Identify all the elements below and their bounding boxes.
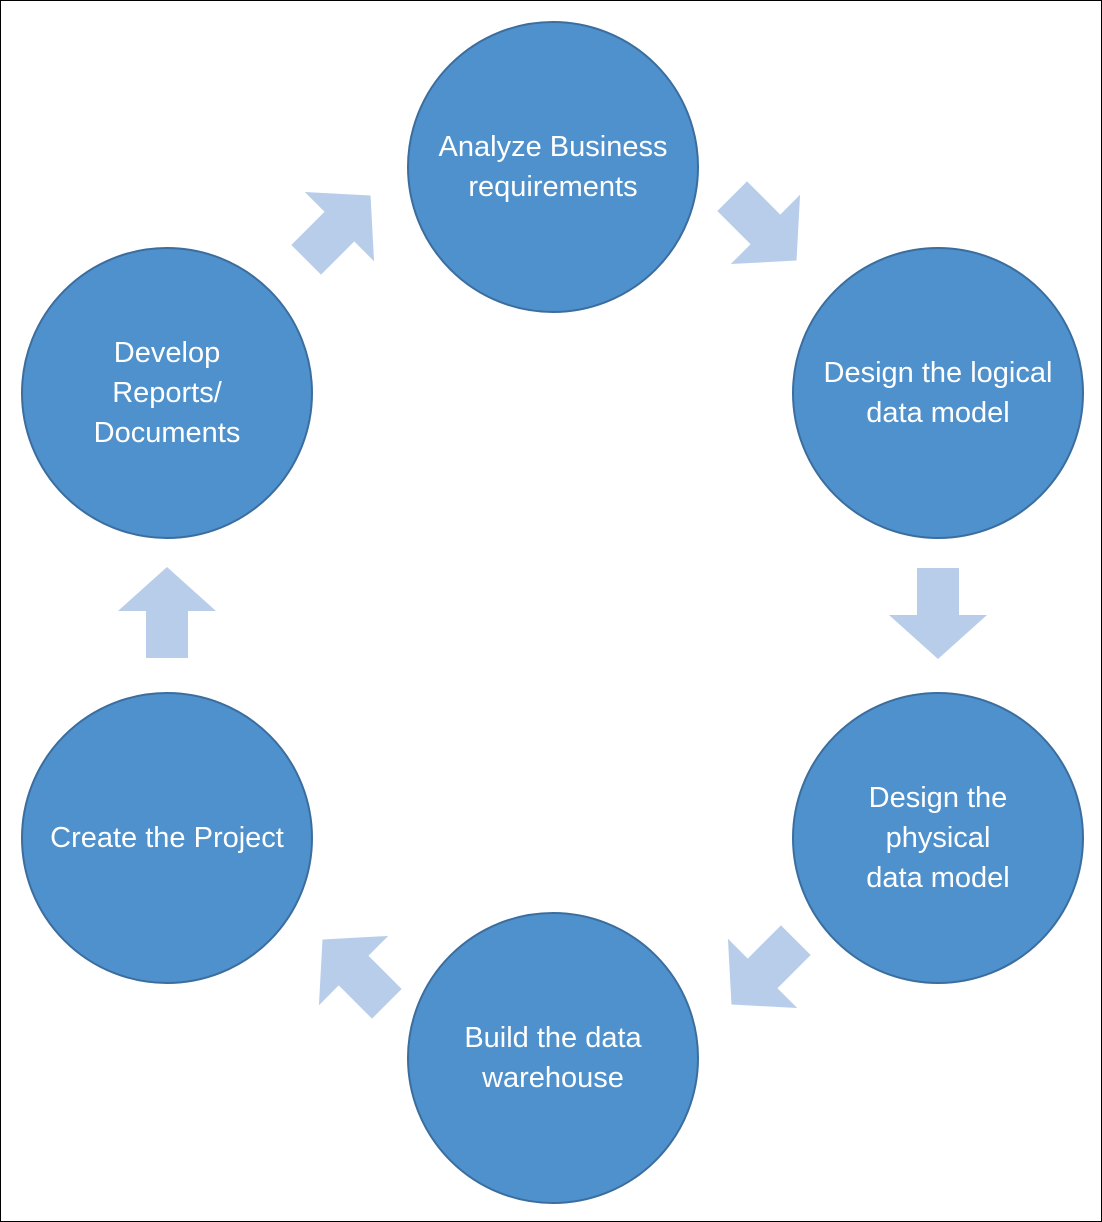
node-create: Create the Project: [21, 692, 313, 984]
node-physical: Design the physical data model: [792, 692, 1084, 984]
node-circle: [792, 247, 1084, 539]
arrow-build-to-create: [318, 935, 402, 1019]
arrows-layer: [118, 181, 987, 1019]
arrow-logical-to-physical: [889, 568, 987, 659]
node-label-line: warehouse: [481, 1062, 624, 1094]
node-logical: Design the logical data model: [792, 247, 1084, 539]
node-analyze: Analyze Business requirements: [407, 21, 699, 313]
node-label-line: requirements: [468, 171, 637, 203]
arrow-create-to-develop: [118, 567, 216, 658]
arrow-physical-to-build: [727, 925, 811, 1009]
node-label-line: data model: [866, 862, 1010, 894]
node-circle: [21, 247, 313, 539]
node-label-line: Build the data: [464, 1022, 642, 1054]
arrow-develop-to-analyze: [291, 191, 375, 275]
node-circle: [407, 912, 699, 1204]
node-label-line: Reports/: [112, 377, 223, 409]
node-label-line: Documents: [94, 417, 241, 449]
node-label-line: Design the: [869, 782, 1008, 814]
node-circle: [792, 692, 1084, 984]
node-circle: [407, 21, 699, 313]
node-label-line: Develop: [114, 337, 220, 369]
node-label-line: data model: [866, 397, 1010, 429]
node-build: Build the data warehouse: [407, 912, 699, 1204]
node-label-line: physical: [886, 822, 991, 854]
node-label-line: Analyze Business: [439, 131, 668, 163]
arrow-analyze-to-logical: [717, 181, 801, 265]
node-circle: [21, 692, 313, 984]
node-label-line: Create the Project: [50, 822, 284, 854]
node-label-line: Design the logical: [824, 357, 1053, 389]
